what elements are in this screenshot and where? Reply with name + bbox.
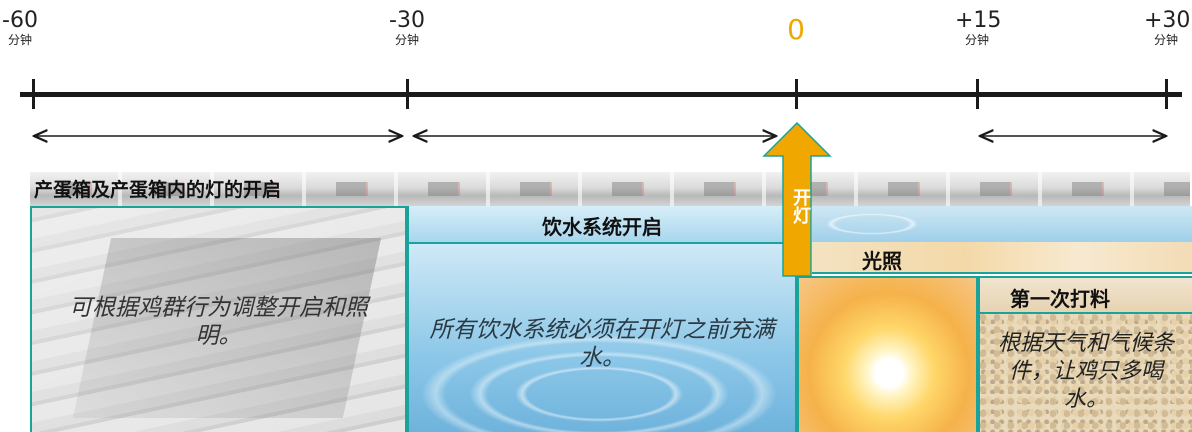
tick-unit: 分钟 (394, 33, 419, 47)
feed-image-veil (980, 314, 1192, 432)
tick-label-minus30: -30 分钟 (385, 8, 429, 47)
feeding-panel: 根据天气和气候条件，让鸡只多喝水。 (978, 312, 1192, 432)
tick-mark (976, 79, 979, 109)
barn-strip (30, 172, 1190, 206)
feeding-title: 第一次打料 (1010, 287, 1110, 311)
tick-value: 0 (787, 13, 805, 46)
light-band: 光照 (812, 242, 1192, 274)
egg-nest-text: 可根据鸡群行为调整开启和照明。 (69, 295, 368, 349)
tick-mark (795, 79, 798, 109)
tick-label-minus60: -60 分钟 (0, 8, 40, 47)
feeding-text: 根据天气和气候条件，让鸡只多喝水。 (997, 331, 1174, 412)
tick-value: +30 (1144, 8, 1191, 33)
water-text: 所有饮水系统必须在开灯之前充满水。 (429, 317, 775, 371)
light-on-arrow-shape (762, 121, 832, 277)
water-title: 饮水系统开启 (542, 215, 662, 239)
tick-value: -60 (2, 8, 38, 33)
light-title: 光照 (862, 249, 902, 273)
tick-label-zero: 0 (778, 10, 814, 44)
timeline-axis (20, 92, 1182, 97)
tick-unit: 分钟 (1153, 33, 1178, 47)
tick-unit: 分钟 (7, 33, 32, 47)
light-on-label: 开灯 (790, 188, 811, 224)
barn-roof-pattern (30, 182, 1190, 196)
tick-value: -30 (389, 8, 425, 33)
tick-mark (406, 79, 409, 109)
tick-label-plus15: +15 分钟 (955, 8, 1002, 47)
water-continuation-band (812, 206, 1192, 242)
tick-mark (1165, 79, 1168, 109)
egg-nest-title: 产蛋箱及产蛋箱内的灯的开启 (34, 179, 282, 201)
tick-value: +15 (955, 8, 1002, 33)
sun-panel (797, 276, 978, 432)
water-panel: 所有饮水系统必须在开灯之前充满水。 (407, 242, 797, 432)
tick-mark (32, 79, 35, 109)
tick-label-plus30: +30 分钟 (1144, 8, 1191, 47)
feeding-header: 第一次打料 (978, 276, 1192, 312)
water-header: 饮水系统开启 (407, 206, 797, 242)
egg-nest-panel: 可根据鸡群行为调整开启和照明。 (30, 206, 407, 432)
tick-unit: 分钟 (964, 33, 989, 47)
